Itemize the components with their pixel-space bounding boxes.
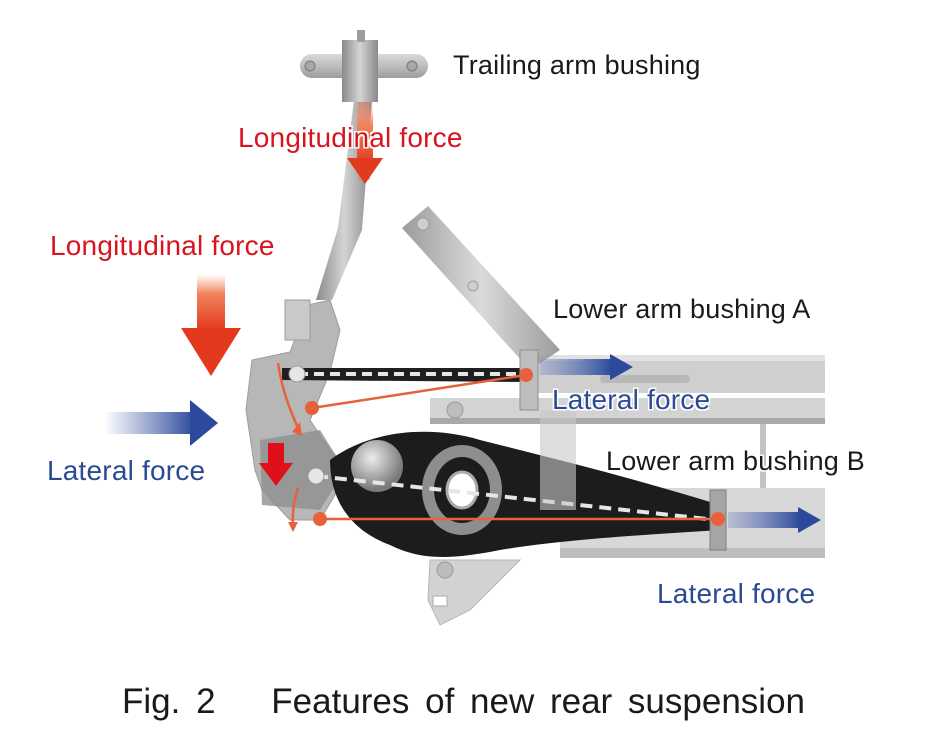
knuckle-lower-point xyxy=(313,512,327,526)
lateral-force-label-left: Lateral force xyxy=(47,455,206,486)
knuckle-down-arrow xyxy=(259,443,293,486)
lateral-force-label-b: Lateral force xyxy=(657,578,816,609)
figure-number: Fig. 2 xyxy=(122,682,216,721)
lower-arm-bushing-b-label: Lower arm bushing B xyxy=(606,446,865,476)
longitudinal-force-label-top: Longitudinal force xyxy=(238,122,463,153)
longitudinal-force-arrow-left xyxy=(181,274,241,376)
knuckle-upper-point xyxy=(305,401,319,415)
lateral-force-arrow-b xyxy=(728,507,821,533)
lower-arm-b-centerline xyxy=(315,474,717,522)
lateral-force-arrow-a xyxy=(540,354,633,380)
bushing-a-point xyxy=(519,368,533,382)
diagonal-arm xyxy=(402,206,560,370)
load-path xyxy=(276,362,725,532)
trailing-arm-bushing xyxy=(300,30,428,102)
bushing-b-point xyxy=(711,512,725,526)
trailing-arm-bushing-label: Trailing arm bushing xyxy=(453,50,701,80)
lower-arm-a xyxy=(282,349,539,411)
lateral-force-arrow-left xyxy=(104,400,218,446)
longitudinal-force-label-left: Longitudinal force xyxy=(50,230,275,261)
figure-title: Features of new rear suspension xyxy=(271,682,806,721)
lower-arm-bushing-a-label: Lower arm bushing A xyxy=(553,294,811,324)
lateral-force-label-a: Lateral force xyxy=(552,384,711,415)
figure-caption: Fig. 2 Features of new rear suspension xyxy=(122,682,805,722)
lower-arm-b xyxy=(307,410,727,557)
longitudinal-force-arrow-top xyxy=(347,104,383,184)
